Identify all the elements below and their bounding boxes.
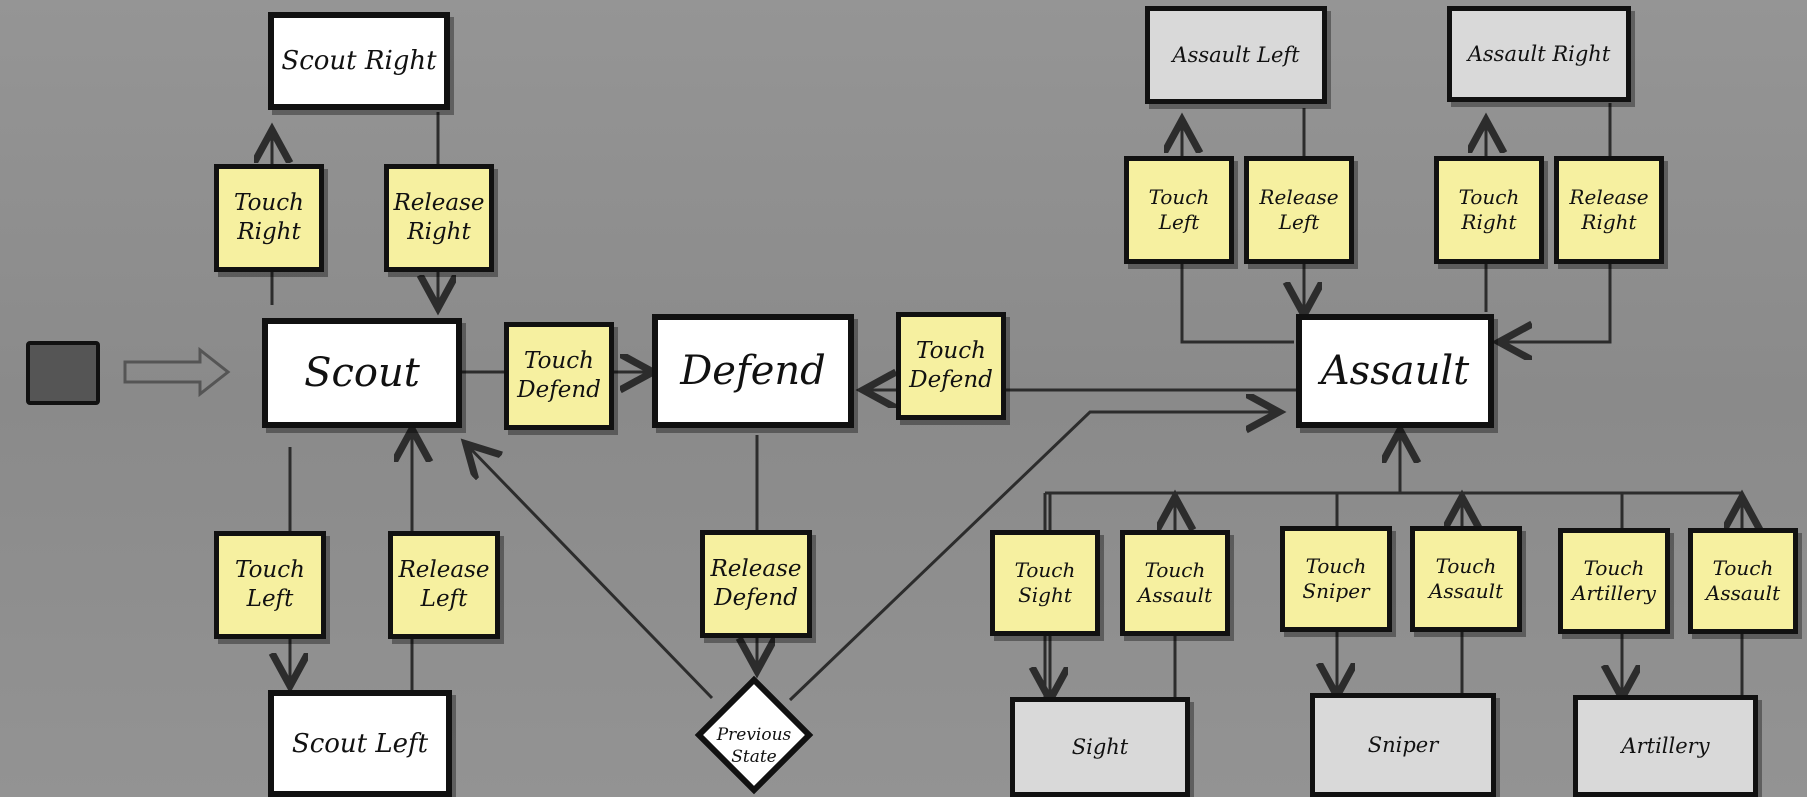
state-assault-left: Assault Left (1145, 6, 1327, 104)
event-touch-assault-from-artillery: Touch Assault (1688, 528, 1798, 634)
event-touch-right-assault: Touch Right (1434, 156, 1544, 264)
edge-previous-to-scout (468, 446, 714, 700)
state-assault-right: Assault Right (1447, 6, 1631, 102)
event-touch-sight: Touch Sight (990, 530, 1100, 636)
event-touch-artillery: Touch Artillery (1558, 528, 1670, 634)
event-release-defend: Release Defend (700, 530, 812, 638)
state-defend: Defend (652, 314, 854, 428)
state-sniper: Sniper (1310, 693, 1496, 797)
event-touch-assault-from-sight: Touch Assault (1120, 530, 1230, 636)
state-sight: Sight (1010, 697, 1190, 797)
event-touch-assault-from-sniper: Touch Assault (1410, 526, 1522, 632)
event-touch-left-scout: Touch Left (214, 531, 326, 639)
event-touch-defend-from-assault: Touch Defend (896, 312, 1006, 420)
state-scout-right: Scout Right (268, 12, 450, 110)
state-artillery: Artillery (1573, 695, 1758, 797)
event-touch-sniper: Touch Sniper (1280, 526, 1392, 632)
state-previous-label: Previous State (716, 725, 792, 768)
initial-state (26, 341, 100, 405)
state-scout-left: Scout Left (268, 690, 452, 797)
event-touch-defend-from-scout: Touch Defend (504, 322, 614, 430)
event-touch-right-scout: Touch Right (214, 164, 324, 272)
event-touch-left-assault: Touch Left (1124, 156, 1234, 264)
state-assault: Assault (1296, 314, 1494, 428)
event-release-right-assault: Release Right (1554, 156, 1664, 264)
state-scout: Scout (262, 318, 462, 428)
event-release-right-scout: Release Right (384, 164, 494, 272)
start-arrow (123, 346, 231, 398)
event-release-left-scout: Release Left (388, 531, 500, 639)
event-release-left-assault: Release Left (1244, 156, 1354, 264)
edge-previous-to-assault (788, 412, 1276, 702)
